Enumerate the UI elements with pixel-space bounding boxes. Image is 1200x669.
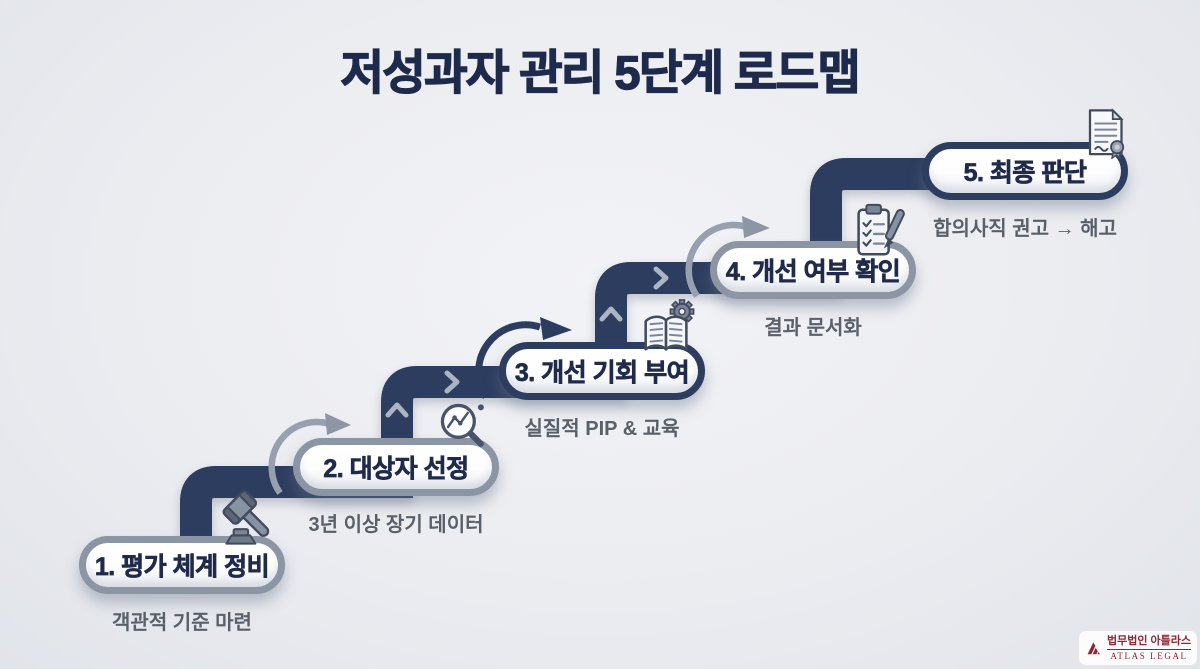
step-4-sublabel: 결과 문서화 <box>764 317 862 339</box>
footer-logo: 법무법인 아틀라스 ATLAS LEGAL <box>1079 631 1197 665</box>
footer-logo-text: 법무법인 아틀라스 ATLAS LEGAL <box>1106 635 1191 661</box>
loop-arrow-icon <box>685 216 770 298</box>
chevron-up-icon <box>599 306 623 322</box>
step-3-sublabel: 실질적 PIP & 교육 <box>524 418 680 440</box>
book-gear-icon <box>636 297 698 364</box>
step-1-pill: 1. 평가 체계 정비 <box>79 536 285 594</box>
page-title: 저성과자 관리 5단계 로드맵 <box>340 45 861 99</box>
loop-arrow-icon <box>268 413 351 495</box>
step-1-label: 1. 평가 체계 정비 <box>94 553 270 582</box>
loop-arrow-icon <box>475 317 572 399</box>
step-2-sublabel: 3년 이상 장기 데이터 <box>308 514 484 536</box>
step-4-pill: 4. 개선 여부 확인 <box>710 241 916 299</box>
magnifier-chart-icon <box>434 397 494 462</box>
atlas-logo-mark-icon <box>1087 642 1100 655</box>
step-3-label: 3. 개선 기회 부여 <box>514 359 690 388</box>
gavel-icon <box>212 490 278 561</box>
step-1-sublabel: 객관적 기준 마련 <box>112 612 252 634</box>
firm-name-kr: 법무법인 아틀라스 <box>1106 635 1191 650</box>
step-5-sublabel: 합의사직 권고 → 해고 <box>933 218 1117 240</box>
step-2-label: 2. 대상자 선정 <box>323 455 469 484</box>
step-5-label: 5. 최종 판단 <box>963 159 1087 188</box>
chevron-up-icon <box>385 402 409 418</box>
clipboard-pen-icon <box>846 201 908 268</box>
chevron-right-icon <box>444 370 460 394</box>
certificate-seal-icon <box>1076 106 1132 167</box>
firm-name-en: ATLAS LEGAL <box>1110 650 1188 661</box>
step-4-label: 4. 개선 여부 확인 <box>725 258 901 287</box>
step-2-pill: 2. 대상자 선정 <box>293 438 499 496</box>
step-3-pill: 3. 개선 기회 부여 <box>499 342 705 400</box>
chevron-right-icon <box>653 266 669 290</box>
